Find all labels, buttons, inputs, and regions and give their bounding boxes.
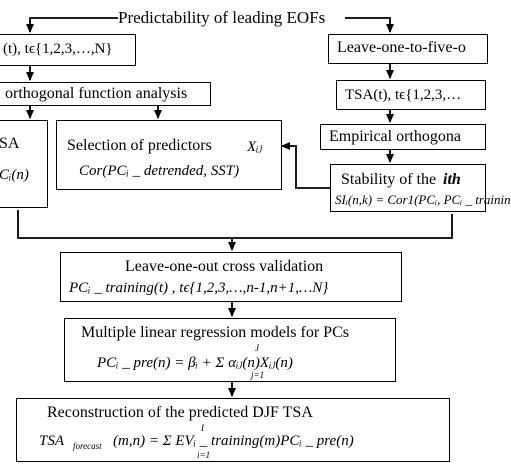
stability-si: SIᵢ(n,k) = Cor1(PCᵢ, PCᵢ _ trainin <box>335 192 511 207</box>
selection-predictor: Xᵢⱼ <box>247 139 263 155</box>
connector-lines <box>17 17 453 397</box>
right-eof-text: Empirical orthogona <box>329 128 461 145</box>
mlr-box: Multiple linear regression models for PC… <box>64 318 396 382</box>
recon-sum-top: I <box>201 423 204 433</box>
right-tsa-text: TSA(t), tϵ{1,2,3,… <box>345 87 462 103</box>
right-loo5-box: Leave-one-to-five-o <box>328 34 488 64</box>
title-to-left-arrow <box>26 17 118 33</box>
left-tsa-box: SA Cᵢ(n) <box>0 120 48 208</box>
right-eof-box: Empirical orthogona <box>320 124 486 150</box>
left-eof-text: orthogonal function analysis <box>5 85 188 102</box>
selection-label: Selection of predictors <box>67 137 212 154</box>
mlr-sum-top: J <box>255 343 259 353</box>
left-bottom-line <box>17 210 453 239</box>
recon-box: Reconstruction of the predicted DJF TSA … <box>16 398 450 462</box>
right-tsa-box: TSA(t), tϵ{1,2,3,… <box>336 80 486 110</box>
left-tsa-text: SA <box>0 135 20 152</box>
mlr-sum-bottom: j=1 <box>251 370 265 380</box>
recon-sum-bottom: i=1 <box>197 450 211 460</box>
left-eof-box: orthogonal function analysis <box>0 82 211 106</box>
loocv-label: Leave-one-out cross validation <box>125 258 324 275</box>
recon-eq-sub: forecast <box>73 441 102 451</box>
recon-eq-rest: (m,n) = Σ EVᵢ _ training(m)PCᵢ _ pre(n) <box>113 433 354 449</box>
mlr-eq: PCᵢ _ pre(n) = βᵢ + Σ αᵢⱼ(n)Xᵢⱼ(n) <box>97 355 293 371</box>
left-series-text: (t), tϵ{1,2,3,…,N} <box>3 41 113 57</box>
stability-ith: ith <box>443 171 461 188</box>
left-pc-fragment: Cᵢ(n) <box>0 167 29 183</box>
stability-label: Stability of the <box>341 171 437 188</box>
stability-to-selection-arrow <box>281 142 330 189</box>
recon-label: Reconstruction of the predicted DJF TSA <box>47 404 313 421</box>
mlr-label: Multiple linear regression models for PC… <box>81 324 349 341</box>
loocv-box: Leave-one-out cross validation PCᵢ _ tra… <box>60 252 402 302</box>
loocv-eq: PCᵢ _ training(t) , tϵ{1,2,3,…,n-1,n+1,…… <box>69 280 329 296</box>
left-series-box: (t), tϵ{1,2,3,…,N} <box>0 34 136 66</box>
selection-box: Selection of predictors Xᵢⱼ Cor(PCᵢ _ de… <box>56 120 282 190</box>
right-loo5-text: Leave-one-to-five-o <box>337 39 466 56</box>
title-to-right-arrow <box>345 17 394 33</box>
stability-box: Stability of the ith SIᵢ(n,k) = Cor1(PCᵢ… <box>330 164 511 212</box>
recon-eq: TSA <box>39 433 65 449</box>
selection-cor: Cor(PCᵢ _ detrended, SST) <box>79 163 240 179</box>
diagram-title: Predictability of leading EOFs <box>118 8 326 27</box>
